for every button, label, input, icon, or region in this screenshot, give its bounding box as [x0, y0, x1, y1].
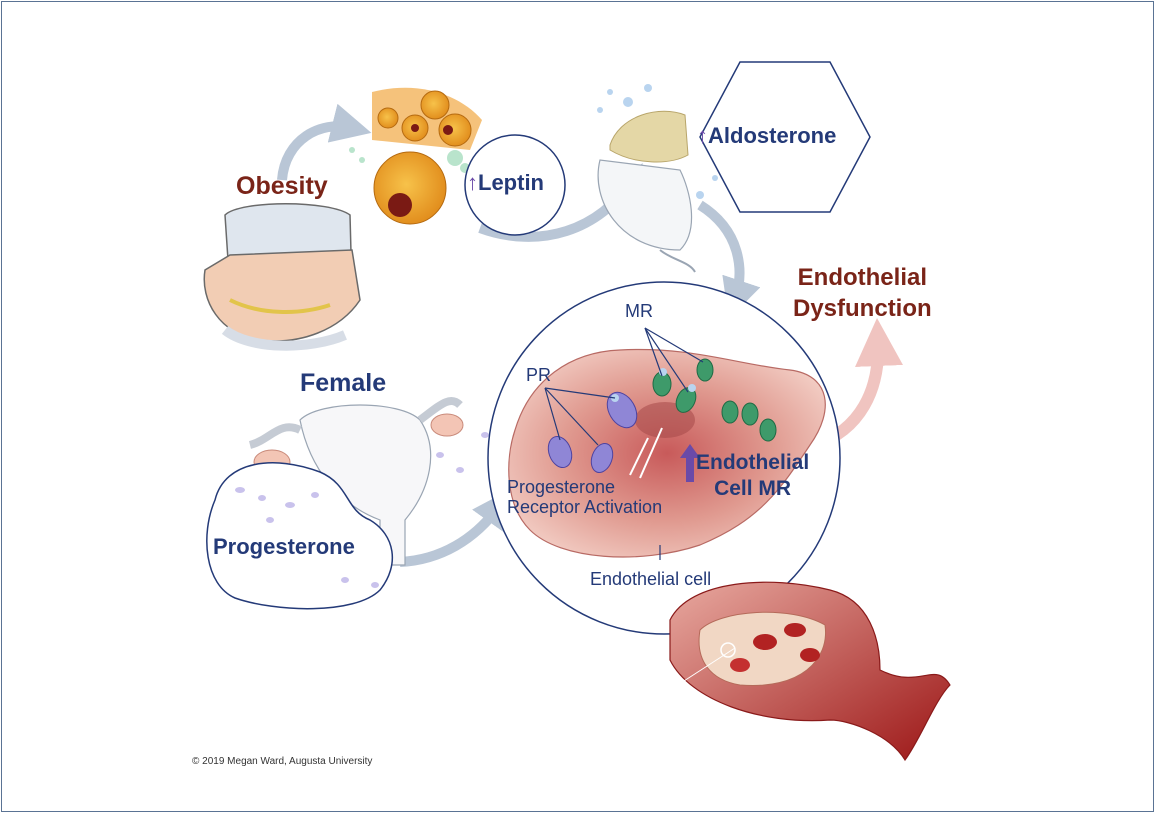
leptin-text: Leptin	[478, 170, 544, 195]
pr-label: PR	[526, 365, 552, 385]
female-label: Female	[300, 369, 387, 397]
arrow-adrenal-to-cell	[697, 200, 761, 319]
pr-activation-line1: Progesterone	[507, 477, 616, 497]
endothelial-cell-mr-line2: Cell MR	[714, 477, 792, 501]
aldosterone-hexagon	[699, 61, 871, 213]
arrow-obesity-to-fat	[277, 103, 372, 181]
pr-activation-label: Progesterone Receptor Activation	[507, 477, 663, 518]
arrow-progesterone-to-cell	[399, 488, 512, 567]
activation-arrows	[629, 427, 663, 479]
progesterone-label: Progesterone	[213, 534, 355, 559]
woman-torso-icon	[203, 203, 361, 351]
up-arrow-mr	[680, 444, 700, 482]
endothelial-cell-mr-label: Endothelial Cell MR	[696, 450, 809, 503]
endothelial-cell-mr-line1: Endothelial	[696, 451, 810, 474]
blood-vessel-icon	[669, 581, 951, 762]
mr-label: MR	[625, 301, 653, 321]
endothelial-cell-icon	[508, 348, 826, 558]
adrenal-gland-icon	[597, 84, 718, 273]
progesterone-blob	[206, 462, 394, 610]
obesity-label: Obesity	[236, 172, 328, 200]
aldosterone-label: ↑Aldosterone	[697, 125, 836, 147]
up-arrow-icon: ↑	[697, 123, 708, 148]
copyright-credit: © 2019 Megan Ward, Augusta University	[192, 756, 373, 767]
label-pointer-lines	[544, 327, 704, 560]
endothelial-dysfunction-line2: Dysfunction	[793, 295, 932, 323]
leptin-bubble	[464, 134, 566, 236]
endothelial-dysfunction-label: Endothelial Dysfunction	[793, 262, 932, 324]
progesterone-particles	[235, 432, 489, 588]
endothelial-cell-label: Endothelial cell	[590, 569, 712, 589]
fat-cell-icon	[349, 87, 493, 225]
receptor-icon	[547, 358, 777, 474]
endothelial-dysfunction-line1: Endothelial	[797, 264, 927, 291]
up-arrow-icon: ↑	[467, 170, 478, 195]
aldosterone-text: Aldosterone	[708, 123, 837, 148]
leptin-label: ↑Leptin	[467, 172, 544, 194]
pr-activation-line2: Receptor Activation	[507, 496, 663, 517]
